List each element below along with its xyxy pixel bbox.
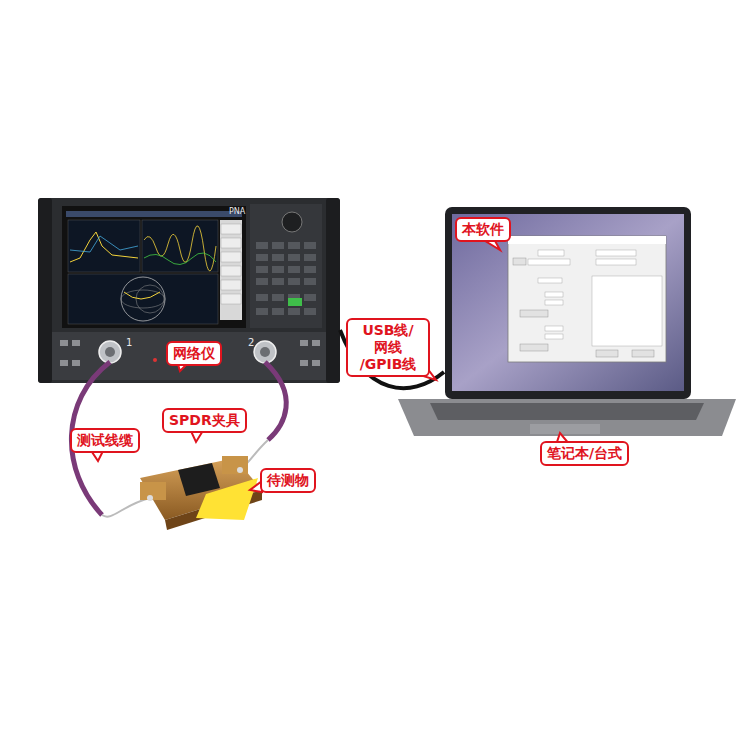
laptop	[398, 207, 736, 436]
sample-callout: 待测物	[260, 468, 316, 493]
port-number: 1	[126, 338, 132, 348]
computer-callout: 笔记本/台式	[540, 441, 629, 466]
callout-text: SPDR夹具	[169, 412, 240, 428]
test-cable-callout: 测试线缆	[70, 428, 140, 453]
port-number: 2	[248, 338, 254, 348]
model-label: PNA	[229, 207, 245, 217]
callout-text: 测试线缆	[77, 432, 133, 448]
callout-text: 笔记本/台式	[547, 445, 622, 461]
network-analyzer	[38, 198, 340, 383]
spdr-fixture	[140, 456, 262, 530]
test-cable	[265, 362, 286, 440]
callout-text: 待测物	[267, 472, 309, 488]
callout-text: USB线/网线 /GPIB线	[360, 322, 417, 372]
callout-tails	[90, 239, 570, 492]
cable-callout: USB线/网线 /GPIB线	[346, 318, 430, 377]
fixture-callout: SPDR夹具	[162, 408, 247, 433]
software-callout: 本软件	[455, 217, 511, 242]
callout-text: 网络仪	[173, 345, 215, 361]
instrument-callout: 网络仪	[166, 341, 222, 366]
callout-text: 本软件	[462, 221, 504, 237]
